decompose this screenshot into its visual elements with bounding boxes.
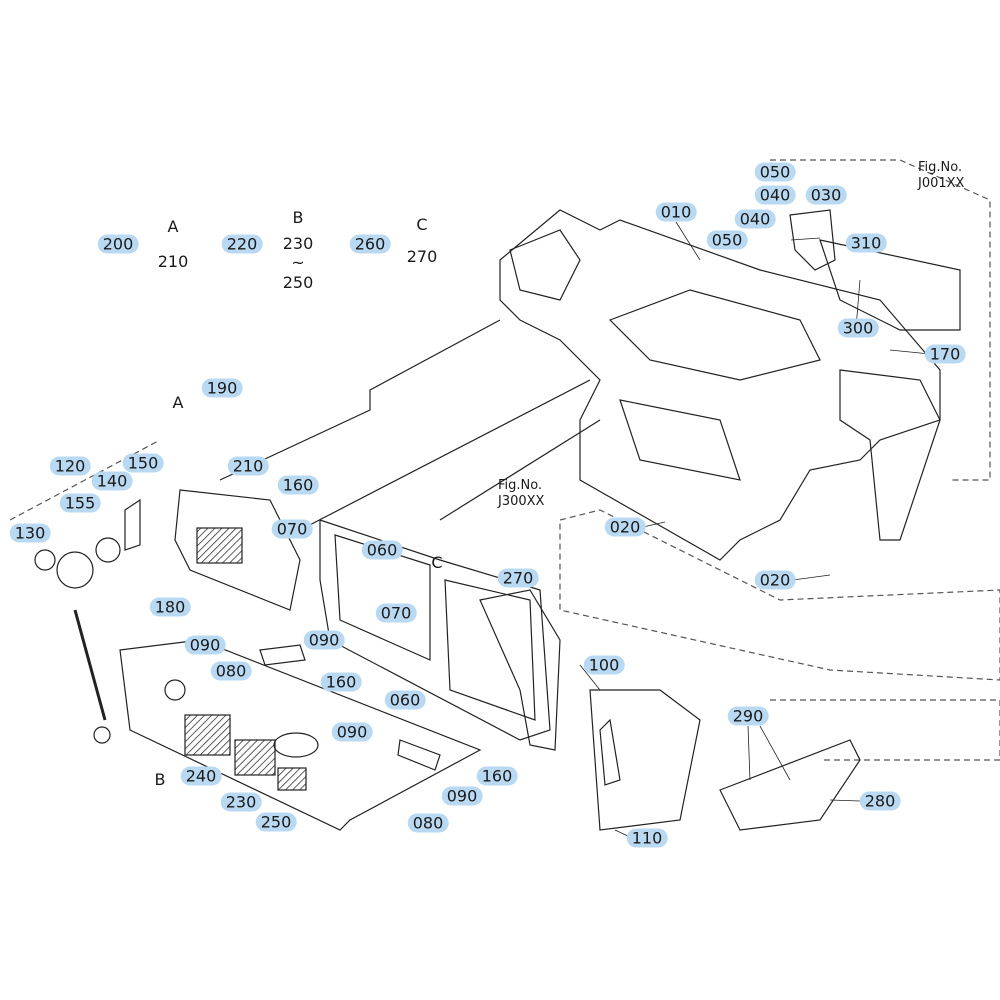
group-member: 270 (406, 247, 438, 266)
group-letter-c: C (416, 215, 428, 234)
group-part-220[interactable]: 220 (221, 234, 263, 254)
figure-reference-j001xx[interactable]: Fig.No. J001XX (918, 160, 964, 192)
callout-090[interactable]: 090 (303, 630, 345, 650)
group-letter-b: B (292, 208, 304, 227)
callout-070[interactable]: 070 (375, 603, 417, 623)
callout-240[interactable]: 240 (180, 766, 222, 786)
callout-070[interactable]: 070 (271, 519, 313, 539)
callout-210[interactable]: 210 (227, 456, 269, 476)
callout-030[interactable]: 030 (805, 185, 847, 205)
callout-160[interactable]: 160 (277, 475, 319, 495)
view-letter-a: A (172, 393, 184, 412)
group-letter-a: A (167, 217, 179, 236)
callout-100[interactable]: 100 (583, 655, 625, 675)
callout-150[interactable]: 150 (122, 453, 164, 473)
callout-250[interactable]: 250 (255, 812, 297, 832)
callout-120[interactable]: 120 (49, 456, 91, 476)
group-part-200[interactable]: 200 (97, 234, 139, 254)
callout-170[interactable]: 170 (924, 344, 966, 364)
callout-190[interactable]: 190 (201, 378, 243, 398)
fig-code: J001XX (918, 176, 965, 191)
callout-090[interactable]: 090 (331, 722, 373, 742)
fig-code: J300XX (498, 494, 545, 509)
view-letter-b: B (154, 770, 166, 789)
callout-050[interactable]: 050 (754, 162, 796, 182)
fig-title: Fig.No. (498, 478, 543, 493)
callout-090[interactable]: 090 (441, 786, 483, 806)
group-member: 250 (282, 273, 314, 292)
callout-300[interactable]: 300 (837, 318, 879, 338)
callout-010[interactable]: 010 (655, 202, 697, 222)
callout-110[interactable]: 110 (626, 828, 668, 848)
callout-040[interactable]: 040 (754, 185, 796, 205)
group-range-sign: ~ (291, 253, 305, 272)
callout-090[interactable]: 090 (184, 635, 226, 655)
callout-060[interactable]: 060 (361, 540, 403, 560)
callout-080[interactable]: 080 (407, 813, 449, 833)
callout-040[interactable]: 040 (734, 209, 776, 229)
callout-130[interactable]: 130 (9, 523, 51, 543)
callout-230[interactable]: 230 (220, 792, 262, 812)
view-letter-c: C (431, 553, 443, 572)
callout-290[interactable]: 290 (727, 706, 769, 726)
callout-050[interactable]: 050 (706, 230, 748, 250)
figure-reference-j300xx[interactable]: Fig.No. J300XX (498, 478, 544, 510)
callout-060[interactable]: 060 (384, 690, 426, 710)
fig-title: Fig.No. (918, 160, 963, 175)
callout-140[interactable]: 140 (91, 471, 133, 491)
callout-080[interactable]: 080 (210, 661, 252, 681)
callout-180[interactable]: 180 (149, 597, 191, 617)
callout-020[interactable]: 020 (604, 517, 646, 537)
callout-020[interactable]: 020 (754, 570, 796, 590)
callout-280[interactable]: 280 (859, 791, 901, 811)
callout-160[interactable]: 160 (320, 672, 362, 692)
callout-160[interactable]: 160 (476, 766, 518, 786)
group-part-260[interactable]: 260 (349, 234, 391, 254)
callout-270[interactable]: 270 (497, 568, 539, 588)
callout-155[interactable]: 155 (59, 493, 101, 513)
group-member: 210 (157, 252, 189, 271)
callout-310[interactable]: 310 (845, 233, 887, 253)
group-member: 230 (282, 234, 314, 253)
